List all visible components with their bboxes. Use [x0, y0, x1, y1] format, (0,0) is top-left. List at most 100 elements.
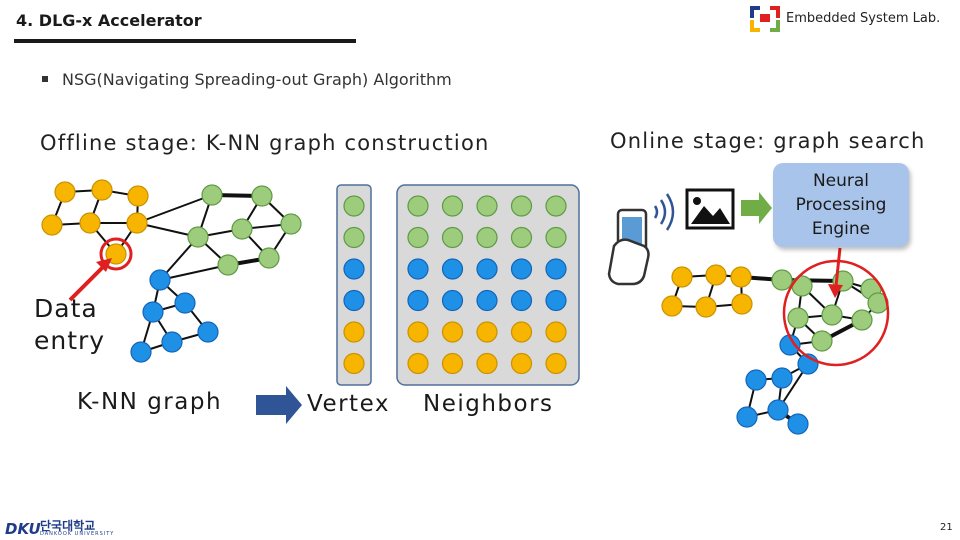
neighbor-node: [510, 258, 533, 280]
online-stage-label: Online stage: graph search: [610, 129, 926, 153]
graph-node: [91, 179, 113, 201]
university-name: 단국대학교: [40, 519, 96, 533]
neural-processing-engine: Neural Processing Engine: [773, 163, 909, 247]
image-icon: [685, 188, 735, 230]
vertex-node: [343, 321, 365, 343]
graph-node: [787, 307, 809, 329]
neighbor-node: [510, 289, 533, 312]
graph-node: [161, 331, 183, 353]
data-entry-label: Data entry: [34, 293, 105, 357]
neighbor-node: [407, 226, 429, 249]
vertex-label: Vertex: [307, 391, 390, 417]
search-region-highlight: [782, 259, 890, 367]
neighbor-node: [545, 226, 567, 249]
neighbor-node: [545, 321, 567, 343]
data-entry-highlight: [99, 237, 133, 271]
arrow-right-icon: [256, 386, 302, 424]
graph-node: [791, 275, 813, 297]
graph-node: [258, 247, 280, 269]
page-number: 21: [940, 522, 953, 533]
neighbor-node: [407, 321, 429, 343]
graph-node: [231, 218, 253, 240]
arrow-right-icon: [741, 192, 772, 224]
graph-node: [771, 269, 793, 291]
graph-node: [142, 301, 164, 323]
knn-graph-label: K-NN graph: [77, 389, 223, 415]
neighbor-node: [476, 258, 498, 280]
svg-text:DKU: DKU: [5, 520, 41, 538]
graph-node: [771, 367, 793, 389]
graph-node: [745, 369, 767, 391]
graph-node: [811, 330, 833, 352]
graph-node: [705, 264, 727, 286]
neighbor-node: [441, 258, 464, 280]
graph-node: [174, 292, 196, 314]
graph-node: [661, 295, 683, 317]
bullet-icon: [42, 75, 48, 82]
neighbor-node: [476, 289, 498, 312]
bullet-item: NSG(Navigating Spreading-out Graph) Algo…: [42, 70, 452, 89]
neighbor-node: [476, 226, 498, 249]
graph-node: [731, 293, 753, 315]
university-logo: DKU: [4, 518, 41, 538]
offline-stage-label: Offline stage: K-NN graph construction: [40, 131, 490, 155]
neighbor-node: [545, 258, 567, 280]
neighbors-label: Neighbors: [423, 391, 554, 417]
vertex-node: [343, 352, 365, 375]
neighbor-node: [476, 195, 498, 217]
vertex-node: [343, 289, 365, 312]
graph-node: [130, 341, 152, 363]
graph-node: [54, 181, 76, 203]
graph-node: [851, 309, 873, 331]
university-subtitle: DANKOOK UNIVERSITY: [40, 531, 115, 537]
embedded-lab-logo: [750, 6, 780, 32]
neighbor-node: [510, 226, 533, 249]
neighbor-node: [441, 321, 464, 343]
neighbor-matrix: [407, 195, 567, 375]
neighbor-node: [510, 352, 533, 375]
neighbor-node: [441, 226, 464, 249]
graph-node: [41, 214, 63, 236]
wifi-signal-icon: [653, 193, 675, 231]
knn-graph: [41, 179, 302, 363]
graph-node: [79, 212, 101, 234]
section-title: 4. DLG-x Accelerator: [16, 11, 202, 30]
engine-line-2: Processing: [795, 195, 887, 215]
vertex-column: [343, 195, 365, 375]
neighbor-node: [476, 352, 498, 375]
graph-node: [217, 254, 239, 276]
vertex-node: [343, 258, 365, 280]
neighbor-node: [510, 321, 533, 343]
neighbor-node: [441, 289, 464, 312]
engine-arrow: [828, 247, 843, 298]
graph-node: [821, 304, 843, 326]
neighbor-node: [545, 289, 567, 312]
title-underline: [14, 39, 356, 43]
graph-node: [187, 226, 209, 248]
vertex-node: [343, 226, 365, 249]
graph-node: [280, 213, 302, 235]
graph-edge: [136, 194, 213, 224]
engine-line-1: Neural: [812, 171, 870, 191]
graph-edge: [159, 264, 229, 281]
graph-node: [197, 321, 219, 343]
neighbor-node: [407, 352, 429, 375]
neighbor-node: [407, 195, 429, 217]
graph-node: [149, 269, 171, 291]
neighbor-node: [545, 195, 567, 217]
graph-node: [736, 406, 758, 428]
neighbor-node: [407, 289, 429, 312]
neighbor-node: [476, 321, 498, 343]
vertex-node: [343, 195, 365, 217]
bullet-text: NSG(Navigating Spreading-out Graph) Algo…: [62, 70, 452, 89]
graph-node: [787, 413, 809, 435]
smartphone-hand-icon: [607, 208, 650, 286]
graph-node: [201, 184, 223, 206]
graph-node: [251, 185, 273, 207]
search-graph: [661, 264, 889, 435]
neighbor-node: [441, 195, 464, 217]
engine-line-3: Engine: [811, 219, 871, 239]
graph-node: [767, 399, 789, 421]
graph-node: [695, 296, 717, 318]
